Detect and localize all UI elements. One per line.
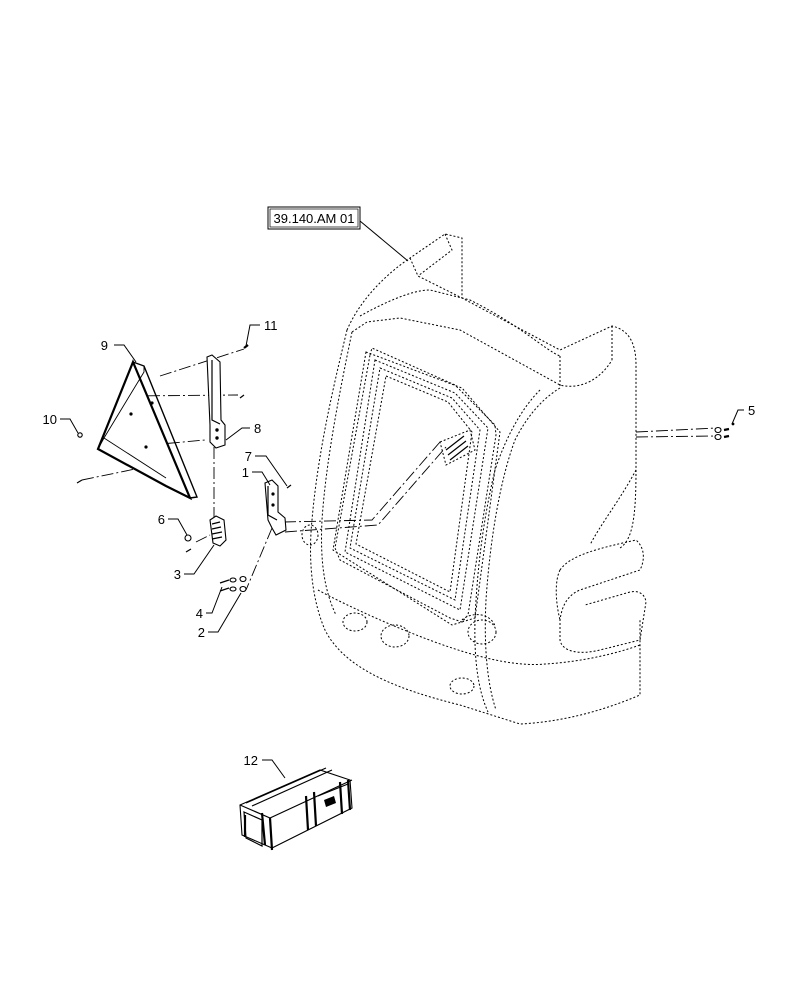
callout-1[interactable]: 1	[242, 465, 249, 480]
callout-5[interactable]: 5	[748, 403, 755, 418]
callout-4[interactable]: 4	[196, 606, 203, 621]
kit-box-part[interactable]	[239, 767, 353, 851]
upper-bracket-part[interactable]	[206, 354, 226, 449]
cab-outline	[301, 233, 647, 725]
callout-7[interactable]: 7	[245, 449, 252, 464]
plate-part[interactable]	[209, 515, 227, 547]
mount-bracket-part[interactable]	[264, 479, 287, 536]
callout-2[interactable]: 2	[198, 625, 205, 640]
fastener-set	[76, 344, 735, 593]
callout-11[interactable]: 11	[264, 318, 278, 333]
callout-leaders	[60, 324, 744, 779]
callout-10[interactable]: 10	[43, 412, 57, 427]
callout-labels: 9 10 11 8 7 1 6 3 4 2 5 12	[43, 318, 756, 768]
callout-8[interactable]: 8	[254, 421, 261, 436]
reference-callout[interactable]: 39.140.AM 01	[267, 206, 409, 262]
callout-6[interactable]: 6	[158, 512, 165, 527]
callout-3[interactable]: 3	[174, 567, 181, 582]
callout-9[interactable]: 9	[101, 338, 108, 353]
callout-12[interactable]: 12	[244, 753, 258, 768]
reference-label: 39.140.AM 01	[274, 211, 355, 226]
triangle-reflector-part[interactable]	[96, 359, 198, 501]
